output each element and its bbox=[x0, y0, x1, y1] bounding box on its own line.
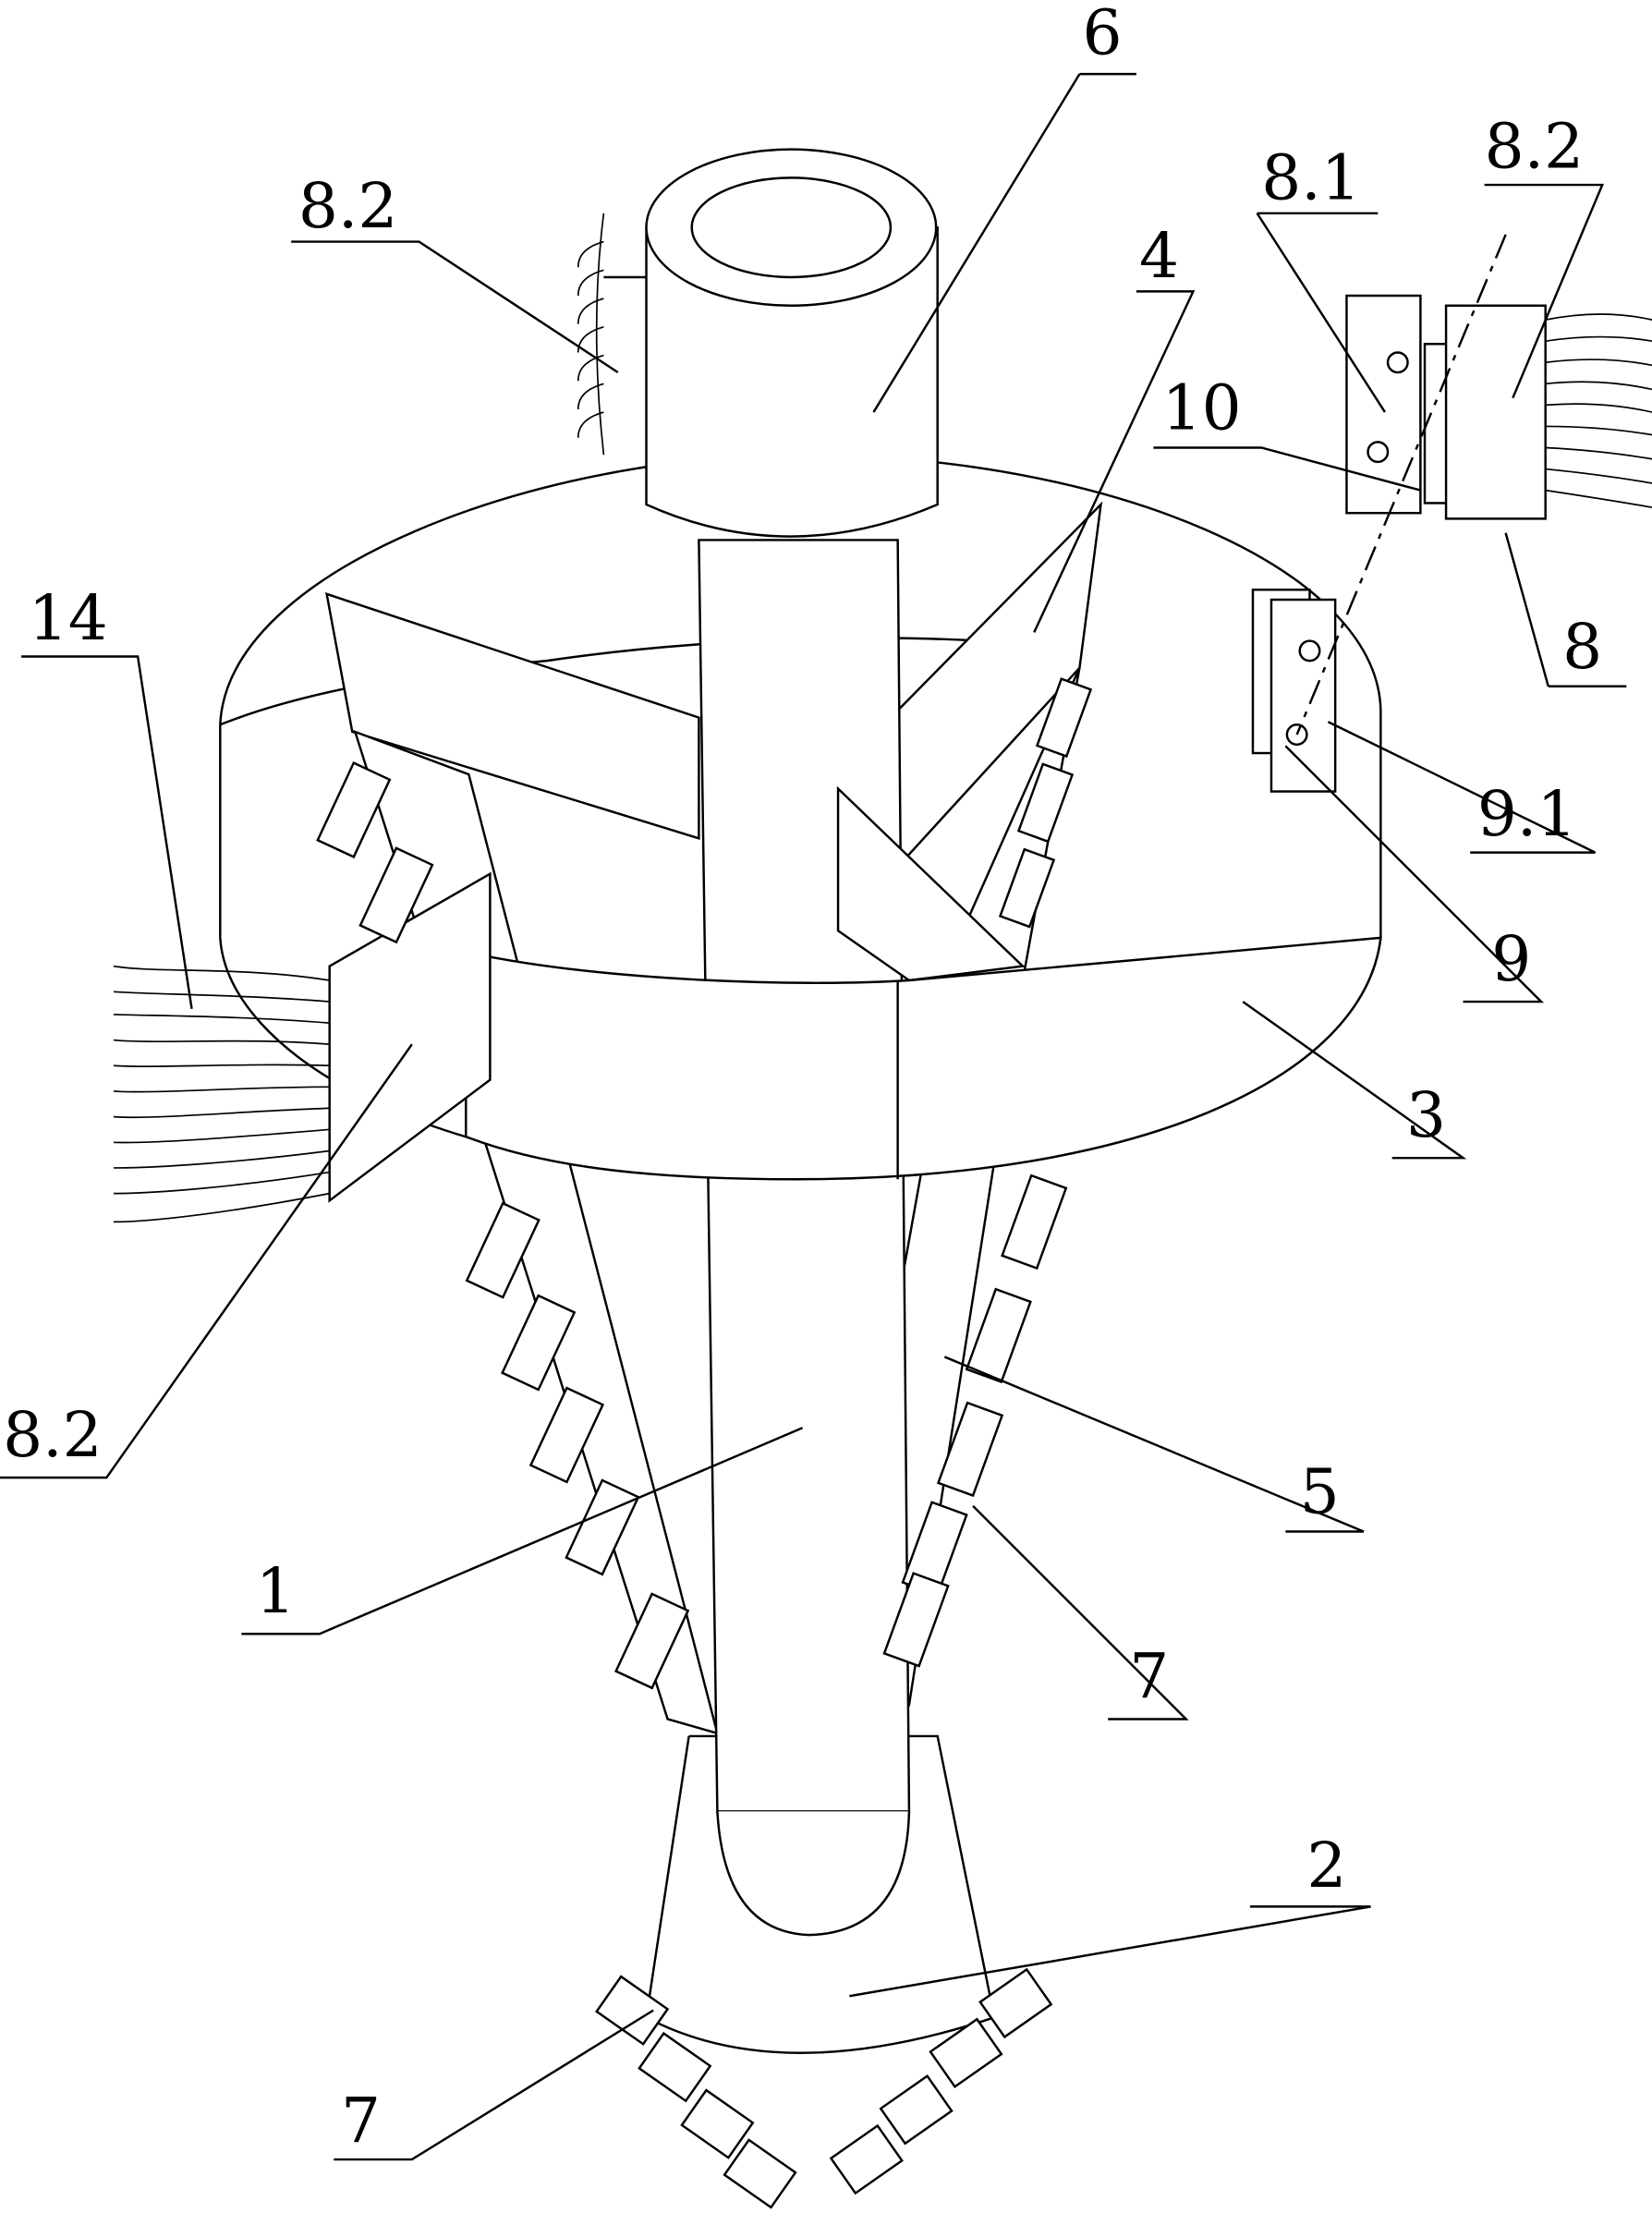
label-10: 10 bbox=[1162, 371, 1242, 444]
label-9: 9 bbox=[1491, 922, 1531, 995]
label-5: 5 bbox=[1300, 1455, 1340, 1528]
mount-seat bbox=[1253, 590, 1335, 791]
label-9-1: 9.1 bbox=[1477, 777, 1577, 850]
brush-top-left bbox=[578, 213, 647, 455]
label-8: 8 bbox=[1562, 610, 1602, 683]
label-6: 6 bbox=[1083, 0, 1123, 69]
label-7-bottom: 7 bbox=[341, 2085, 381, 2158]
label-4: 4 bbox=[1139, 219, 1179, 292]
brush-left-plate bbox=[330, 874, 491, 1201]
label-3: 3 bbox=[1406, 1078, 1446, 1151]
label-8-2-top-left: 8.2 bbox=[298, 169, 398, 242]
teeth-bit bbox=[597, 1969, 1051, 2207]
label-8-2-left: 8.2 bbox=[3, 1398, 103, 1471]
label-7-right: 7 bbox=[1129, 1639, 1169, 1712]
bristles-14 bbox=[114, 967, 330, 1222]
shaft-tip bbox=[717, 1811, 909, 1935]
label-8-2-top-right: 8.2 bbox=[1485, 110, 1585, 183]
label-2: 2 bbox=[1306, 1829, 1346, 1902]
label-8-1: 8.1 bbox=[1261, 140, 1361, 213]
label-1: 1 bbox=[256, 1554, 296, 1627]
top-sleeve bbox=[647, 150, 938, 537]
label-14: 14 bbox=[29, 581, 108, 654]
